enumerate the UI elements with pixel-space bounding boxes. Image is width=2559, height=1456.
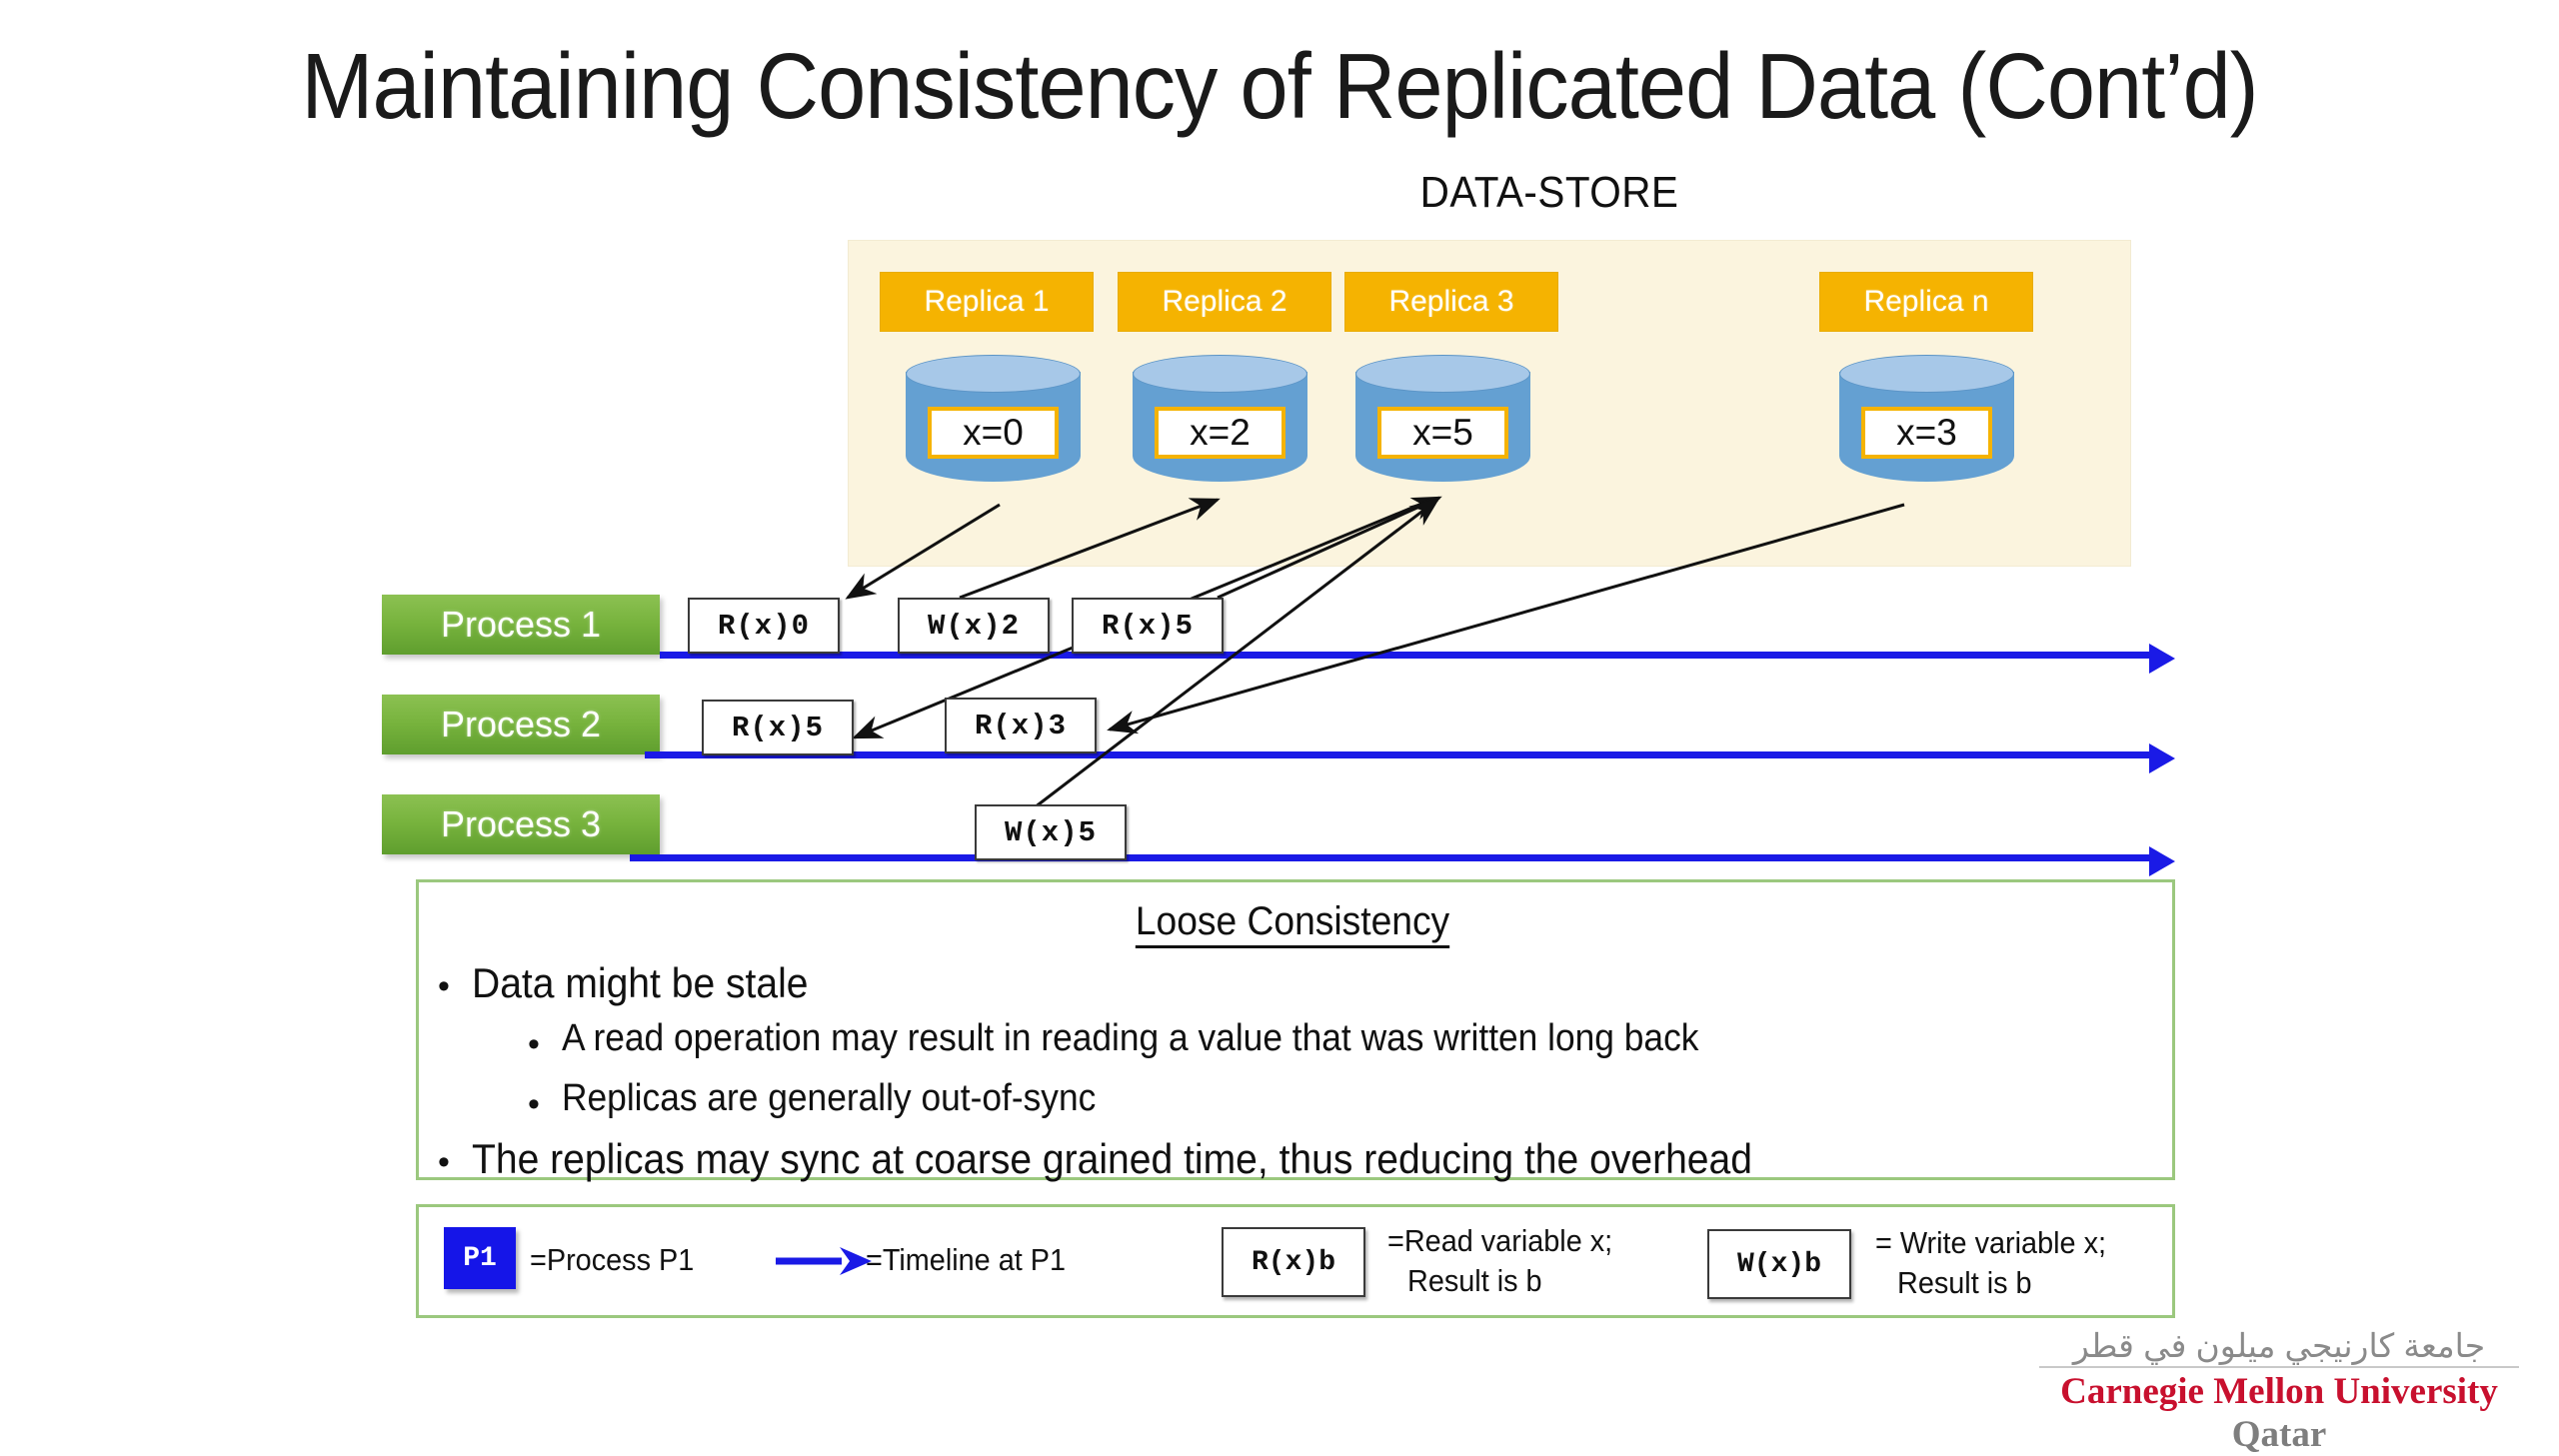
legend-process-desc: =Process P1 — [530, 1242, 695, 1277]
cylinder-top-ellipse — [1133, 355, 1307, 393]
legend-write-desc-line2: Result is b — [1897, 1265, 2032, 1300]
cylinder-top-ellipse — [1839, 355, 2014, 393]
timeline-arrowhead-1 — [2149, 644, 2175, 674]
bullet-dot-icon: • — [438, 967, 450, 1005]
loose-consistency-heading: Loose Consistency — [477, 899, 2107, 948]
timeline-process-1 — [660, 652, 2149, 659]
timeline-process-3 — [630, 854, 2149, 861]
bullet-text-4: The replicas may sync at coarse grained … — [471, 1135, 1752, 1182]
legend-read-desc-line1: =Read variable x; — [1387, 1223, 1613, 1258]
bullet-text-2: A read operation may result in reading a… — [561, 1017, 1699, 1059]
loose-consistency-heading-text: Loose Consistency — [1135, 899, 1450, 948]
replica-value-2: x=2 — [1155, 407, 1285, 459]
timeline-arrowhead-3 — [2149, 846, 2175, 876]
bullet-dot-icon: • — [528, 1085, 540, 1123]
logo-university-name: Carnegie Mellon University — [2060, 1371, 2498, 1412]
replica-chip-n: Replica n — [1819, 272, 2033, 332]
bullet-item-3: • Replicas are generally out-of-sync — [528, 1077, 1136, 1121]
process-label-2: Process 2 — [382, 695, 660, 754]
replica-chip-1: Replica 1 — [880, 272, 1094, 332]
bullet-dot-icon: • — [438, 1143, 450, 1181]
operation-box-p1-wx2: W(x)2 — [898, 598, 1050, 654]
legend-write-desc-line1: = Write variable x; — [1875, 1225, 2107, 1260]
process-label-3: Process 3 — [382, 794, 660, 854]
replica-cylinder-3: x=5 — [1355, 355, 1530, 495]
legend-process-chip: P1 — [444, 1227, 516, 1289]
operation-box-p3-wx5: W(x)5 — [975, 804, 1127, 860]
legend-read-desc-line2: Result is b — [1407, 1263, 1542, 1298]
replica-chip-3: Replica 3 — [1344, 272, 1558, 332]
replica-cylinder-1: x=0 — [906, 355, 1081, 495]
replica-cylinder-2: x=2 — [1133, 355, 1307, 495]
bullet-dot-icon: • — [528, 1025, 540, 1063]
cmu-qatar-logo: جامعة كارنيجي ميلون في قطر Carnegie Mell… — [2039, 1329, 2519, 1456]
logo-campus-name: Qatar — [2231, 1413, 2327, 1455]
cylinder-top-ellipse — [906, 355, 1081, 393]
bullet-text-1: Data might be stale — [471, 959, 809, 1006]
operation-box-p1-rx5: R(x)5 — [1072, 598, 1224, 654]
operation-box-p2-rx3: R(x)3 — [945, 698, 1097, 753]
replica-chip-2: Replica 2 — [1118, 272, 1331, 332]
legend-timeline-desc: =Timeline at P1 — [866, 1242, 1067, 1277]
legend-read-box: R(x)b — [1222, 1227, 1365, 1297]
cylinder-top-ellipse — [1355, 355, 1530, 393]
replica-value-1: x=0 — [928, 407, 1059, 459]
loose-consistency-panel — [416, 879, 2175, 1180]
legend-write-box: W(x)b — [1707, 1229, 1851, 1299]
bullet-item-4: • The replicas may sync at coarse graine… — [438, 1135, 1848, 1183]
replica-value-3: x=5 — [1377, 407, 1508, 459]
timeline-arrowhead-2 — [2149, 743, 2175, 773]
logo-english-text: Carnegie Mellon University Qatar — [2039, 1371, 2519, 1456]
replica-cylinder-n: x=3 — [1839, 355, 2014, 495]
process-label-1: Process 1 — [382, 595, 660, 655]
bullet-item-2: • A read operation may result in reading… — [528, 1017, 1784, 1061]
bullet-item-1: • Data might be stale — [438, 959, 834, 1007]
operation-box-p2-rx5: R(x)5 — [702, 700, 854, 755]
bullet-text-3: Replicas are generally out-of-sync — [561, 1077, 1097, 1119]
operation-box-p1-rx0: R(x)0 — [688, 598, 840, 654]
page-title: Maintaining Consistency of Replicated Da… — [301, 34, 2258, 138]
datastore-caption: DATA-STORE — [1419, 168, 1679, 217]
timeline-process-2 — [645, 751, 2149, 758]
logo-arabic-text: جامعة كارنيجي ميلون في قطر — [2039, 1329, 2519, 1368]
replica-value-n: x=3 — [1861, 407, 1992, 459]
